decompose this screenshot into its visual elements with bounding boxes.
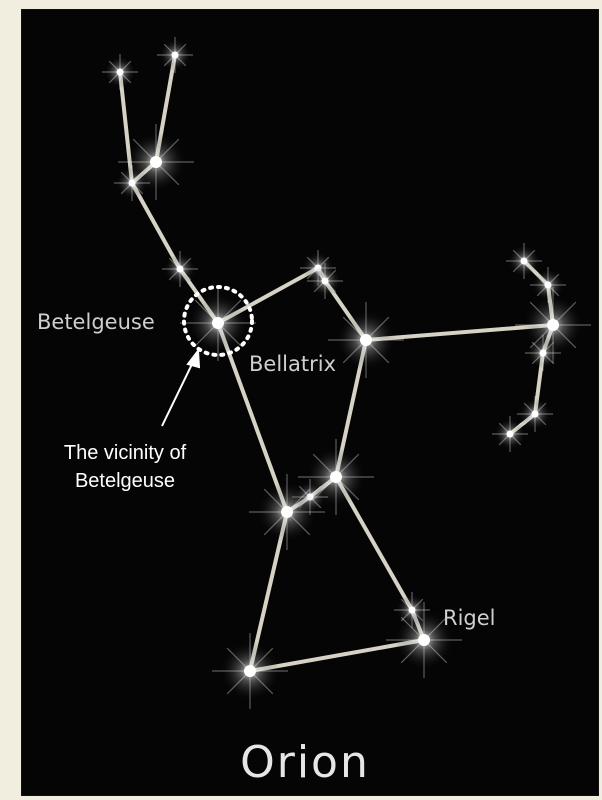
constellation-stars <box>102 37 591 709</box>
star-bet <box>180 285 256 361</box>
star-neck <box>162 251 198 287</box>
constellation-title: Orion <box>240 737 370 788</box>
star-saiph <box>212 633 288 709</box>
constellation-lines <box>120 55 553 671</box>
rigel-label: Rigel <box>443 606 496 630</box>
orion-constellation-diagram: Betelgeuse Bellatrix Rigel The vicinity … <box>22 10 598 795</box>
star-field: Betelgeuse Bellatrix Rigel The vicinity … <box>22 10 598 795</box>
star-clubTopR <box>157 37 193 73</box>
vicinity-arrow <box>162 351 199 426</box>
betelgeuse-label: Betelgeuse <box>37 310 155 334</box>
vicinity-note-line1: The vicinity of <box>64 442 187 464</box>
star-bell <box>328 302 404 378</box>
vicinity-note-line2: Betelgeuse <box>75 470 175 492</box>
bellatrix-label: Bellatrix <box>249 352 336 376</box>
star-clubTopL <box>102 54 138 90</box>
